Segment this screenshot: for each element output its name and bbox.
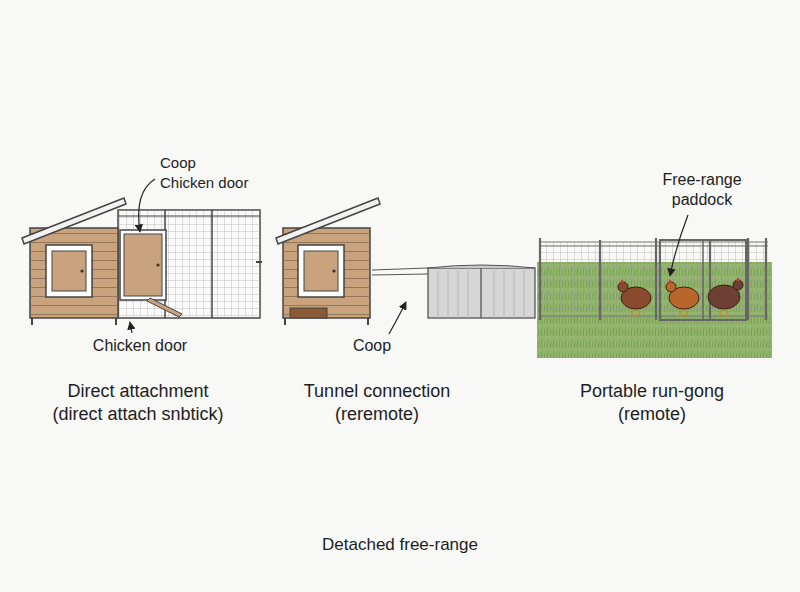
attached-coop <box>52 251 86 291</box>
attached-coop <box>46 245 92 297</box>
attached-coop <box>30 228 118 318</box>
tunnel-coop <box>367 318 369 325</box>
tunnel-coop <box>276 198 535 334</box>
chicken <box>668 279 672 283</box>
attached-coop <box>139 179 155 232</box>
chicken <box>733 280 743 290</box>
chicken <box>618 279 651 318</box>
tunnel-coop <box>284 318 286 325</box>
chicken <box>620 279 624 283</box>
chicken <box>680 309 687 318</box>
tunnel-coop <box>298 245 344 297</box>
tunnel-coop <box>283 228 370 318</box>
tunnel-coop <box>389 302 406 334</box>
chicken <box>720 309 727 318</box>
chicken <box>632 309 639 318</box>
attached-coop <box>211 210 213 318</box>
attached-coop <box>130 322 132 333</box>
tunnel-coop <box>428 268 535 318</box>
attached-coop <box>80 269 83 272</box>
paddock <box>540 242 768 316</box>
paddock <box>670 215 688 276</box>
paddock-label: Free-range paddock <box>662 170 743 210</box>
attached-coop <box>31 318 33 325</box>
attached-coop <box>120 230 166 300</box>
paddock <box>660 240 746 320</box>
layout-caption: Tunnel connection (reremote) <box>303 380 451 425</box>
coop-label: Coop <box>160 154 197 173</box>
attached-coop <box>30 228 118 318</box>
attached-coop <box>147 298 182 317</box>
attached-coop <box>256 261 262 263</box>
tunnel-coop <box>480 268 481 318</box>
tunnel-coop <box>276 198 380 244</box>
attached-coop <box>115 318 117 325</box>
tunnel-coop <box>290 308 327 318</box>
paddock <box>540 242 768 317</box>
paddock <box>540 238 766 320</box>
chicken <box>708 277 743 318</box>
paddock <box>702 240 704 320</box>
chicken <box>736 277 740 281</box>
layout-caption: Portable run-gong (remote) <box>571 380 733 425</box>
paddock <box>537 215 772 358</box>
attached-coop <box>118 215 260 216</box>
chicken <box>666 282 676 292</box>
tunnel-coop <box>332 269 335 272</box>
chicken <box>666 279 699 318</box>
attached-coop <box>22 198 126 244</box>
chicken <box>618 282 628 292</box>
attached-coop <box>156 263 159 266</box>
chicken-door-label: Chicken door <box>92 336 188 356</box>
coop-label: Coop <box>352 336 392 356</box>
attached-coop <box>22 179 262 333</box>
chicken-door-label: Chicken door <box>160 174 250 193</box>
tunnel-coop <box>304 251 338 291</box>
layout-caption: Direct attachment (direct attach snbtick… <box>52 380 225 425</box>
tunnel-coop <box>428 265 535 268</box>
attached-coop <box>124 234 162 296</box>
tunnel-coop <box>372 268 428 275</box>
figure-caption: Detached free-range <box>322 534 479 555</box>
tunnel-coop <box>283 228 370 318</box>
